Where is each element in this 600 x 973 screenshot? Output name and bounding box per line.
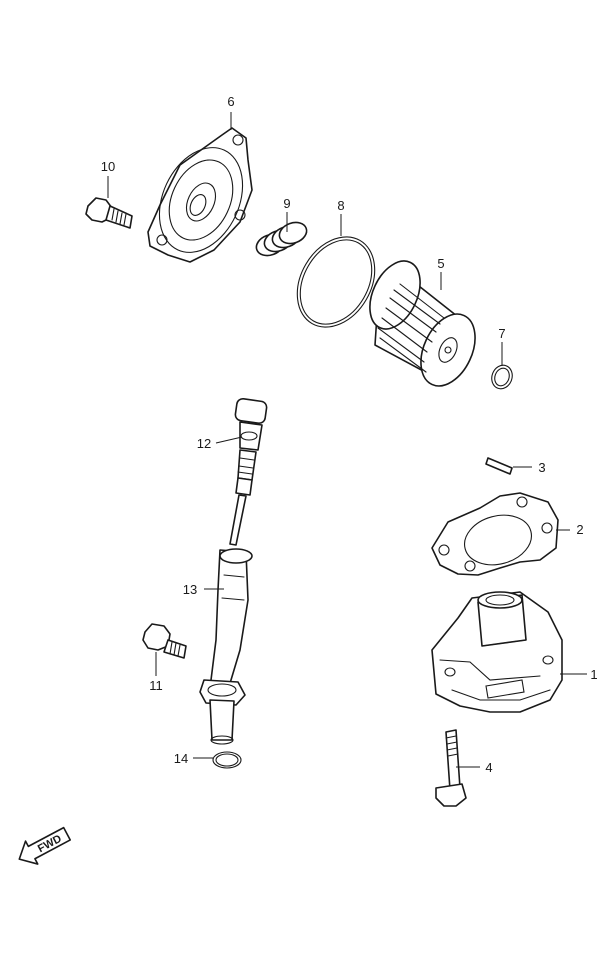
callout-8: 8 bbox=[337, 198, 344, 213]
part-3-pin bbox=[485, 457, 513, 475]
callout-5: 5 bbox=[437, 256, 444, 271]
callouts: 6 10 9 8 5 7 12 3 2 13 1 11 14 4 bbox=[101, 94, 598, 775]
part-6-filter-cover bbox=[147, 127, 253, 263]
part-4-bolt bbox=[435, 729, 467, 807]
callout-3: 3 bbox=[538, 460, 545, 475]
part-7-small-o-ring bbox=[491, 364, 513, 390]
callout-6: 6 bbox=[227, 94, 234, 109]
callout-1: 1 bbox=[590, 667, 597, 682]
callout-7: 7 bbox=[498, 326, 505, 341]
part-12-oil-level-gauge bbox=[229, 397, 268, 546]
part-13-guide-tube bbox=[199, 548, 253, 745]
part-10-bolt bbox=[85, 197, 133, 229]
callout-2: 2 bbox=[576, 522, 583, 537]
callout-12: 12 bbox=[197, 436, 211, 451]
part-1-oil-pump bbox=[431, 591, 563, 713]
callout-10: 10 bbox=[101, 159, 115, 174]
leader-lines bbox=[107, 112, 587, 768]
callout-13: 13 bbox=[183, 582, 197, 597]
leader-12 bbox=[215, 436, 243, 444]
fwd-label: FWD bbox=[36, 833, 64, 855]
part-8-o-ring bbox=[296, 236, 376, 328]
fwd-arrow: FWD bbox=[18, 826, 72, 865]
callout-14: 14 bbox=[174, 751, 188, 766]
part-14-o-ring bbox=[212, 751, 242, 769]
callout-4: 4 bbox=[485, 760, 492, 775]
callout-9: 9 bbox=[283, 196, 290, 211]
part-2-gasket bbox=[431, 492, 559, 576]
part-5-oil-filter bbox=[369, 260, 476, 387]
part-9-spring bbox=[255, 221, 308, 257]
part-11-bolt bbox=[142, 623, 187, 659]
callout-11: 11 bbox=[149, 678, 163, 693]
